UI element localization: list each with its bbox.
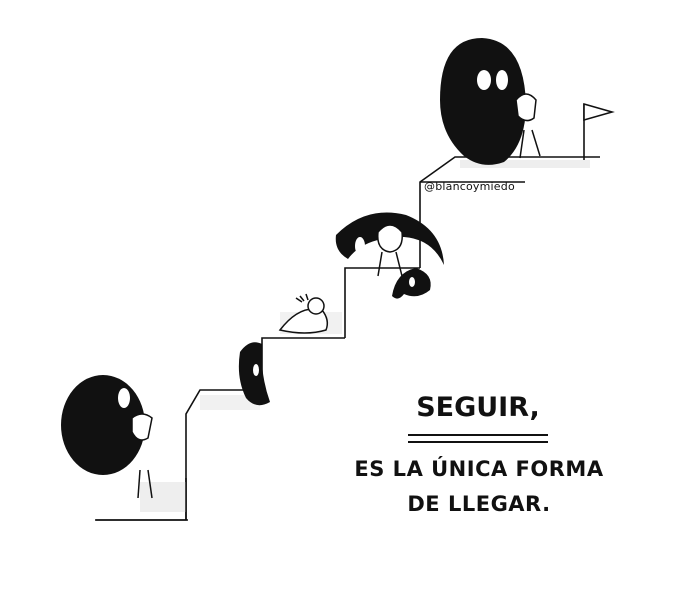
title-underline-1 xyxy=(408,434,548,436)
crawling-figure xyxy=(278,293,329,334)
shadow-hug-top xyxy=(440,38,541,165)
caption-title: SEGUIR, xyxy=(416,392,540,423)
shadow-cradle xyxy=(335,212,444,299)
flag-icon xyxy=(583,102,615,160)
shadow-hug-bottom xyxy=(61,375,153,499)
title-underline-2 xyxy=(408,441,548,443)
caption-line-2: DE LLEGAR. xyxy=(407,492,551,516)
caption-line-1: ES LA ÚNICA FORMA xyxy=(354,457,604,481)
artist-credit: @blancoymiedo xyxy=(424,180,515,193)
shadow-small-2 xyxy=(238,342,270,406)
